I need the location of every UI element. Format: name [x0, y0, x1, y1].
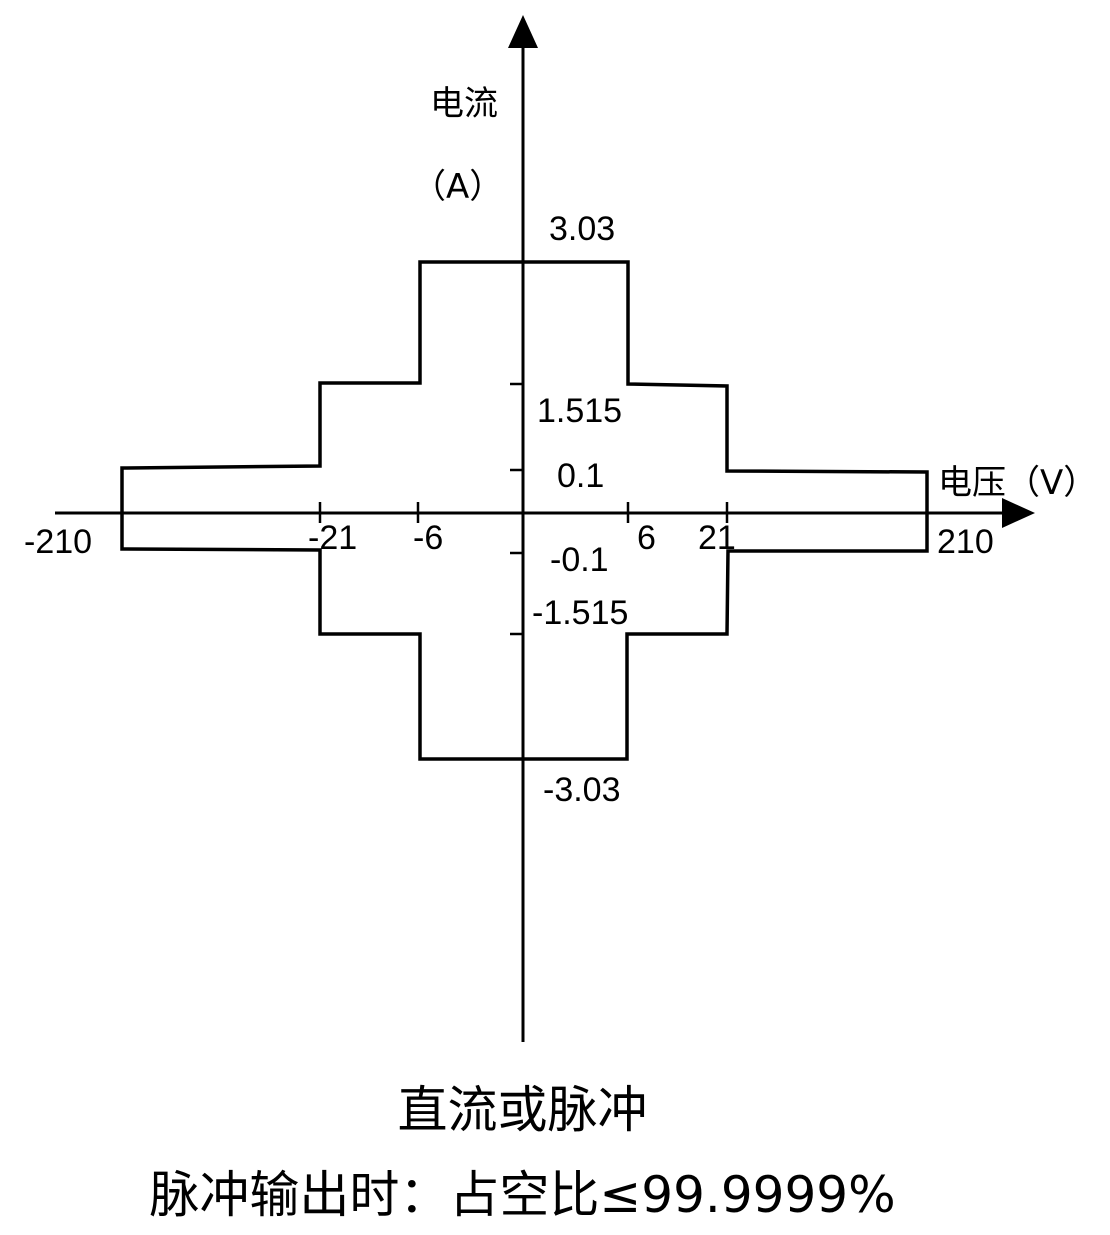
caption-mode: 直流或脉冲 [397, 1081, 648, 1139]
y-value-label: 3.03 [549, 210, 615, 248]
x-tick-label: -210 [24, 523, 92, 561]
y-value-label: -0.1 [550, 541, 609, 579]
x-tick-label: -6 [413, 519, 443, 557]
x-tick-label: 21 [698, 519, 736, 557]
caption-duty-cycle: 脉冲输出时：占空比≤99.9999% [149, 1166, 896, 1224]
y-axis-unit: （A） [412, 167, 503, 207]
y-value-label: -1.515 [532, 594, 628, 632]
x-axis-title: 电压（V） [938, 463, 1097, 503]
y-value-label: 0.1 [557, 457, 604, 495]
negative-current-boundary [120, 513, 929, 761]
y-value-label: -3.03 [543, 771, 621, 809]
y-axis-title: 电流 [430, 84, 498, 124]
x-tick-label: 6 [637, 519, 656, 557]
x-axis-arrow-icon [1002, 498, 1035, 528]
x-tick-label: -21 [308, 519, 357, 557]
x-tick-label: 210 [937, 523, 994, 561]
positive-current-boundary [120, 260, 929, 513]
y-value-label: 1.515 [537, 392, 622, 430]
y-axis-arrow-icon [508, 15, 538, 48]
